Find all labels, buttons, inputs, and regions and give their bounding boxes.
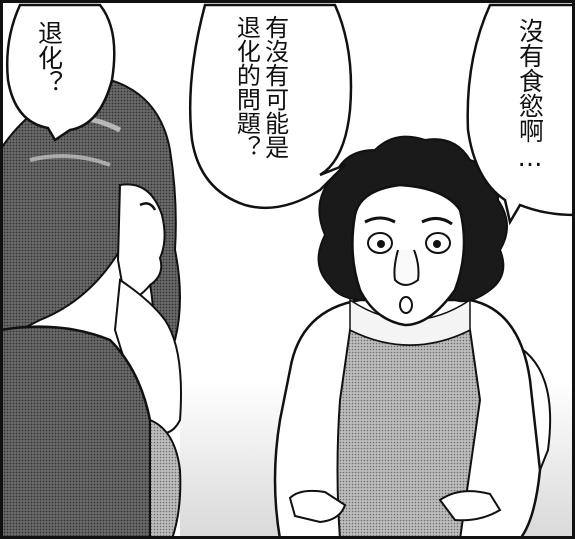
nose bbox=[393, 249, 420, 286]
mouth bbox=[399, 296, 413, 314]
bubble-text-1: 退化？ bbox=[34, 20, 64, 95]
left-woman-eye bbox=[139, 202, 157, 211]
speech-bubble-1 bbox=[5, 3, 116, 142]
left-hand bbox=[288, 489, 347, 524]
bubble-text-2: 有沒有可能是 退化的問題？ bbox=[232, 15, 289, 159]
jacket-sleeve bbox=[149, 418, 182, 539]
bubble-text-3: 沒有食慾啊… bbox=[515, 18, 545, 172]
speech-bubble-3 bbox=[466, 3, 575, 226]
right-hand bbox=[438, 490, 502, 522]
speech-bubble-2 bbox=[188, 3, 353, 210]
